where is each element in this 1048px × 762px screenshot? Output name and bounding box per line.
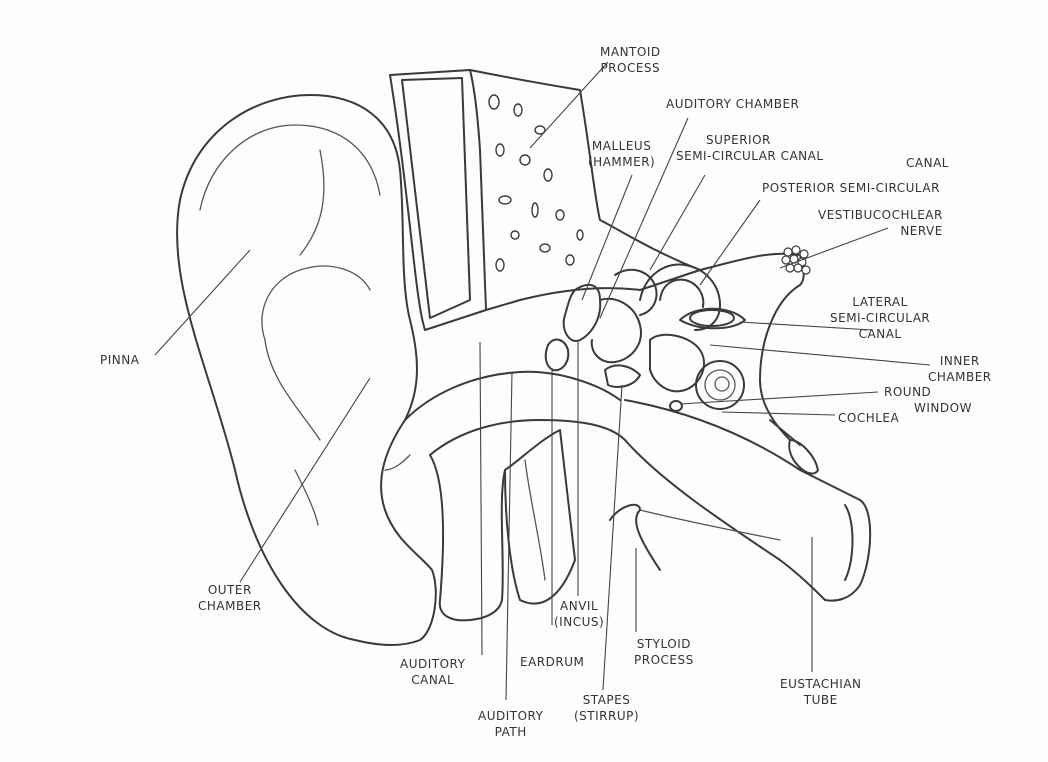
label-canal: Canal (906, 155, 949, 171)
label-lateral-line-3: Canal (858, 327, 902, 341)
eustachian-tube-shape (504, 399, 872, 605)
label-malleus-line-2: (Hammer) (588, 155, 656, 169)
label-vestibulocochlear-nerve: Vestibucochlear Nerve (818, 207, 943, 239)
label-cochlea: Cochlea (838, 410, 899, 426)
label-lateral-canal: Lateral Semi-circular Canal (830, 294, 930, 342)
label-pinna-text: Pinna (100, 353, 140, 367)
label-round-line-2: Window (914, 401, 972, 415)
label-styloid-line-2: Process (634, 653, 694, 667)
label-outer-line-1: Outer (207, 583, 252, 597)
label-canal-text: Canal (906, 156, 949, 170)
label-auditory-path: Auditory Path (478, 708, 543, 740)
label-styloid-line-1: Styloid (636, 637, 691, 651)
label-vestibulocochlear-line-2: Nerve (900, 224, 943, 238)
label-auditory-canal: Auditory Canal (400, 656, 465, 688)
label-stapes-line-1: Stapes (582, 693, 631, 707)
label-anvil-line-2: (incus) (554, 615, 605, 629)
label-inner-line-2: Chamber (928, 370, 992, 384)
label-mantoid-line-1: Mantoid (600, 45, 661, 59)
label-inner-line-1: Inner (939, 354, 980, 368)
label-lateral-line-1: Lateral (852, 295, 908, 309)
label-malleus: Malleus (Hammer) (588, 138, 655, 170)
label-anvil: Anvil (incus) (554, 598, 604, 630)
label-eardrum-text: Eardrum (520, 655, 585, 669)
label-superior-line-1: Superior (706, 133, 771, 147)
leader-lines (154, 61, 931, 701)
label-styloid-process: Styloid Process (634, 636, 694, 668)
label-vestibulocochlear-line-1: Vestibucochlear (818, 208, 943, 222)
label-outer-chamber: Outer Chamber (198, 582, 262, 614)
label-outer-line-2: Chamber (198, 599, 262, 613)
label-eustachian-line-2: Tube (803, 693, 838, 707)
label-eustachian-tube: Eustachian Tube (780, 676, 862, 708)
label-mantoid-process: Mantoid Process (600, 44, 661, 76)
label-auditory-path-line-1: Auditory (478, 709, 544, 723)
label-auditory-canal-line-1: Auditory (400, 657, 466, 671)
inner-ear-shape (639, 252, 805, 441)
nerve-bundle-shape (781, 245, 811, 275)
label-anvil-line-1: Anvil (560, 599, 599, 613)
label-malleus-line-1: Malleus (591, 139, 652, 153)
label-round-line-1: Round (884, 385, 932, 399)
label-eustachian-line-1: Eustachian (780, 677, 862, 691)
label-mantoid-line-2: Process (600, 61, 661, 75)
label-superior-canal: Superior Semi-circular canal (676, 132, 824, 164)
auditory-canal-shape (404, 370, 626, 622)
temporal-bone-shape (389, 69, 701, 331)
label-lateral-line-2: Semi-circular (830, 311, 931, 325)
label-posterior-canal: Posterior Semi-circular (762, 180, 940, 196)
label-auditory-chamber-text: Auditory Chamber (666, 97, 800, 111)
label-cochlea-text: Cochlea (838, 411, 900, 425)
label-auditory-chamber: Auditory Chamber (666, 96, 799, 112)
label-stapes-line-2: (Stirrup) (574, 709, 640, 723)
label-superior-line-2: Semi-circular canal (676, 149, 824, 163)
label-posterior-text: Posterior Semi-circular (762, 181, 940, 195)
label-round-window: Round Window (884, 384, 972, 416)
label-auditory-path-line-2: Path (494, 725, 527, 739)
label-stapes: Stapes (Stirrup) (574, 692, 639, 724)
label-auditory-canal-line-2: Canal (411, 673, 455, 687)
label-inner-chamber: Inner Chamber (928, 353, 992, 385)
label-eardrum: Eardrum (520, 654, 584, 670)
label-pinna: Pinna (100, 352, 139, 368)
pinna-shape (176, 94, 437, 646)
ossicles-shape (544, 268, 658, 388)
